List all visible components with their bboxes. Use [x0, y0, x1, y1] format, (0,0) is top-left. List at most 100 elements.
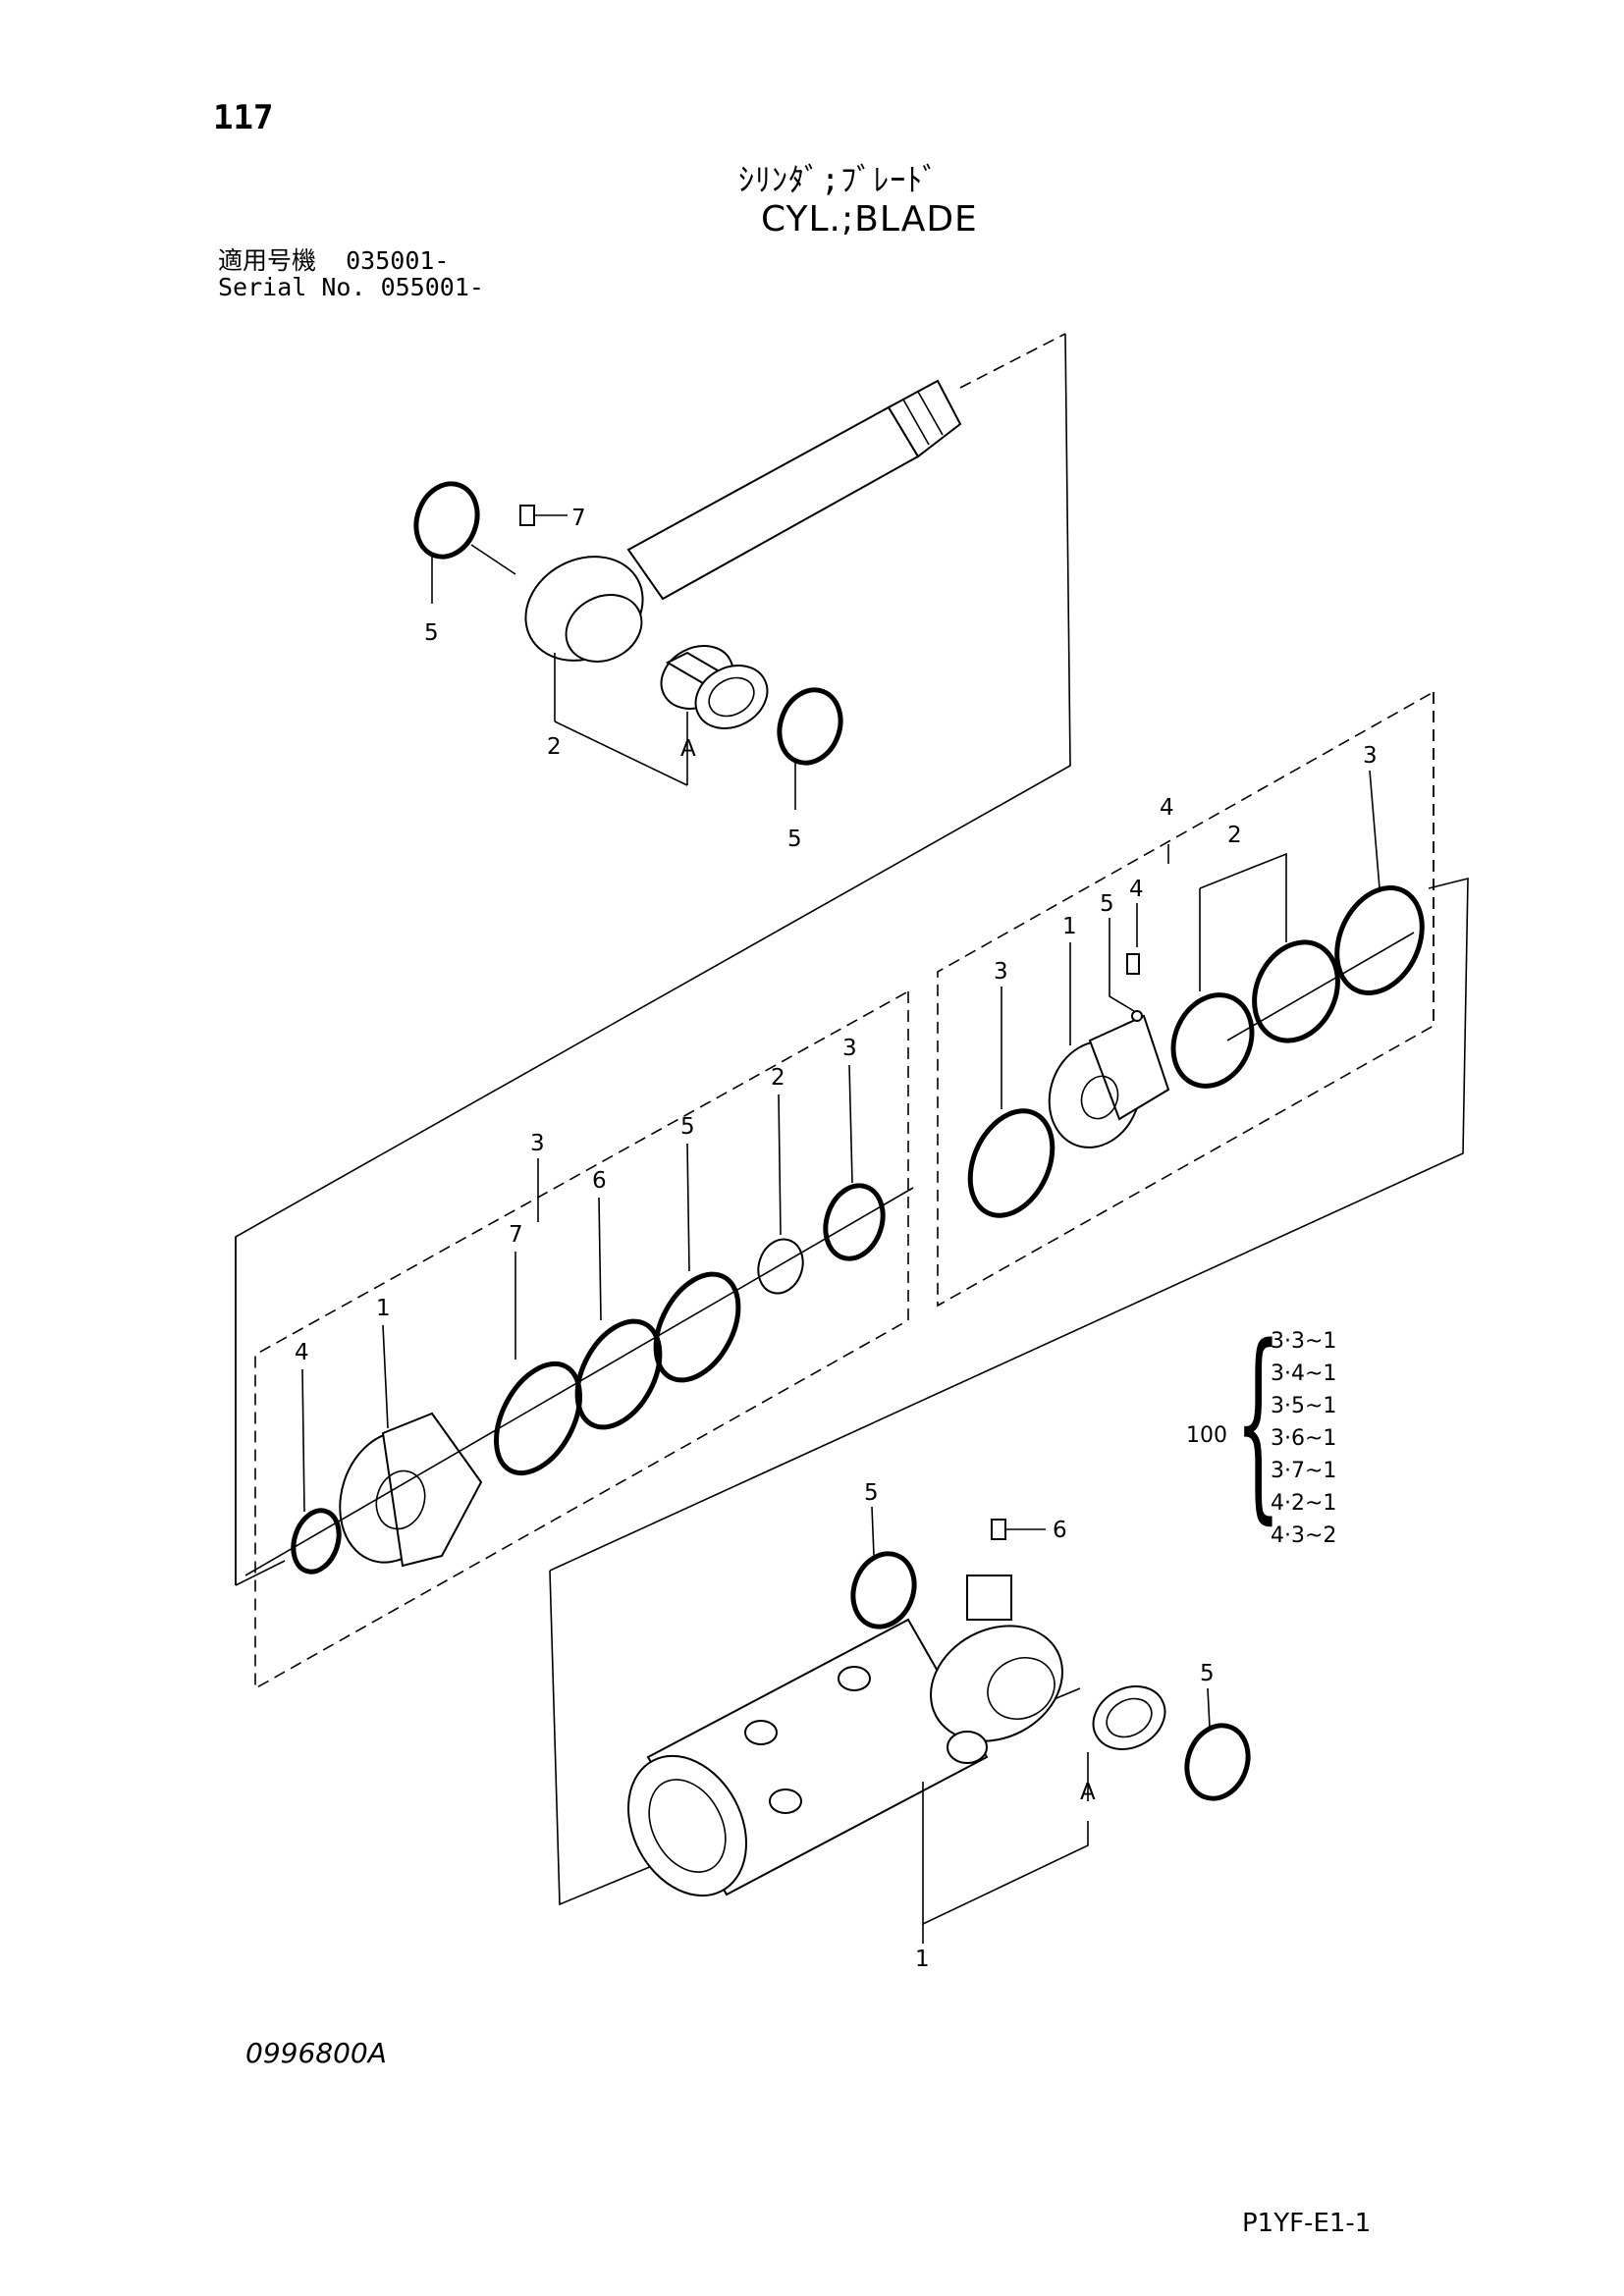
- tube-bushing-bore: [1106, 1697, 1153, 1738]
- leader-head-3-top: [848, 1064, 853, 1184]
- head-o-ring-7: [494, 1361, 582, 1476]
- piston-group: 4 3 2 4 5 1 3: [549, 690, 1469, 1572]
- kit-item: 3·4~1: [1271, 1362, 1337, 1386]
- callout-head-1: 1: [376, 1296, 391, 1321]
- callout-tube-1: 1: [915, 1947, 930, 1972]
- kit-item: 3·5~1: [1271, 1394, 1337, 1418]
- head-frame-bottom: [235, 1560, 286, 1586]
- leader-rod-2-diag: [554, 721, 688, 786]
- tube-dust-seal-right: [1184, 1723, 1251, 1801]
- head-axis: [244, 1187, 914, 1576]
- head-bushing-2: [757, 1238, 804, 1295]
- rod-frame-line: [235, 333, 1071, 1585]
- kit-item: 3·7~1: [1271, 1459, 1337, 1483]
- head-backup-ring-6: [574, 1318, 663, 1430]
- piston-wear-ring-right: [1334, 885, 1425, 995]
- tube-bushing: [1092, 1685, 1166, 1750]
- tube-end: [627, 1754, 747, 1897]
- tube-eye-bore: [987, 1657, 1056, 1720]
- rod-grease-fitting: [519, 505, 535, 526]
- leader-tube-1: [922, 1782, 1089, 1926]
- leader-head-6: [598, 1197, 602, 1321]
- serial-label-en: Serial No.: [218, 273, 366, 301]
- steel-ball: [1131, 1010, 1143, 1022]
- page-number: 117: [213, 98, 274, 137]
- kit-brace: {: [1235, 1302, 1281, 1542]
- piston-seal: [1252, 939, 1340, 1043]
- piston-o-ring: [1170, 992, 1255, 1089]
- leader-head-5: [686, 1143, 690, 1272]
- callout-piston-4: 4: [1129, 877, 1144, 902]
- callout-piston-4-top: 4: [1160, 795, 1174, 821]
- rod-bushing-bore: [708, 676, 755, 718]
- kit-item: 3·6~1: [1271, 1426, 1337, 1451]
- rod-eye-bore: [565, 594, 643, 663]
- leader-seal-5: [470, 544, 516, 575]
- serial-row-jp: 適用号機 035001-: [218, 247, 484, 274]
- tube-port-1: [838, 1666, 871, 1691]
- rod-axis-line: [959, 333, 1066, 389]
- callout-piston-3-right: 3: [1363, 743, 1378, 769]
- dust-seal-right: [777, 687, 843, 766]
- kit-number: 100: [1186, 1423, 1227, 1448]
- piston-wear-ring: [967, 1108, 1056, 1218]
- piston-bore: [1080, 1075, 1119, 1120]
- tube-grease-fitting: [991, 1519, 1006, 1540]
- piston-grooves: [1088, 1014, 1170, 1121]
- kit-item: 4·3~2: [1271, 1523, 1337, 1548]
- piston-group-box: [937, 690, 1435, 1308]
- callout-head-7: 7: [509, 1222, 523, 1248]
- callout-tube-5: 5: [864, 1480, 879, 1506]
- serial-value-2: 055001-: [380, 273, 484, 301]
- piston-rod: [626, 405, 920, 601]
- serial-value-1: 035001-: [346, 246, 450, 275]
- title-english: CYL.;BLADE: [761, 199, 978, 240]
- leader-head-2: [778, 1094, 782, 1236]
- set-screw: [1126, 953, 1140, 975]
- drawing-number: 0996800A: [245, 2037, 387, 2069]
- head-o-ring-5: [653, 1271, 741, 1383]
- callout-tube-5b: 5: [1200, 1661, 1215, 1686]
- dust-seal-left: [413, 481, 480, 560]
- head-group-box: [254, 989, 909, 1690]
- callout-head-4: 4: [295, 1340, 309, 1365]
- rod-assembly: 7 5 2 A 5: [235, 333, 1071, 1585]
- callout-rod-A: A: [680, 736, 696, 762]
- callout-head-5: 5: [680, 1114, 695, 1140]
- tube-bore: [648, 1779, 727, 1873]
- kit-items: 3·3~1 3·4~1 3·5~1 3·6~1 3·7~1 4·2~1 4·3~…: [1271, 1325, 1336, 1552]
- tube-assembly: 5 6 5 A 1: [549, 1480, 1251, 1972]
- callout-head-3: 3: [530, 1131, 545, 1156]
- kit-item: 3·3~1: [1271, 1329, 1337, 1354]
- kit-item: 4·2~1: [1271, 1491, 1337, 1516]
- tube-port-3: [769, 1789, 802, 1814]
- callout-head-3-top: 3: [842, 1036, 857, 1061]
- leader-tube-5: [871, 1506, 875, 1557]
- cylinder-head-bore: [375, 1469, 426, 1530]
- cylinder-head-threads: [381, 1412, 483, 1568]
- title-japanese: ｼﾘﾝﾀﾞ;ﾌﾞﾚｰﾄﾞ: [738, 161, 940, 198]
- callout-rod-7: 7: [571, 506, 586, 531]
- callout-tube-A: A: [1080, 1780, 1096, 1805]
- thread-line-2: [917, 391, 944, 436]
- thread-line-1: [902, 399, 930, 446]
- leader-head-4: [301, 1368, 305, 1513]
- head-group: 3 3 2 5 6 7 1 4: [235, 989, 914, 1690]
- callout-tube-6: 6: [1053, 1518, 1067, 1543]
- callout-rod-5b: 5: [787, 827, 802, 852]
- callout-head-2: 2: [771, 1065, 785, 1091]
- callout-piston-3-left: 3: [994, 959, 1008, 985]
- rod-thread: [887, 379, 962, 458]
- leader-piston-2: [1199, 852, 1287, 991]
- leader-piston-3: [1369, 770, 1380, 889]
- tube-port-2: [744, 1720, 778, 1745]
- serial-row-en: Serial No. 055001-: [218, 274, 484, 300]
- leader-piston-5: [1109, 918, 1135, 1012]
- serial-block: 適用号機 035001- Serial No. 055001-: [218, 247, 484, 300]
- serial-label-jp: 適用号機: [218, 246, 317, 275]
- piston-frame-line: [549, 877, 1469, 1572]
- tube-dust-seal-left: [850, 1551, 917, 1629]
- tube-port-4: [947, 1731, 988, 1764]
- page-code: P1YF-E1-1: [1242, 2209, 1372, 2238]
